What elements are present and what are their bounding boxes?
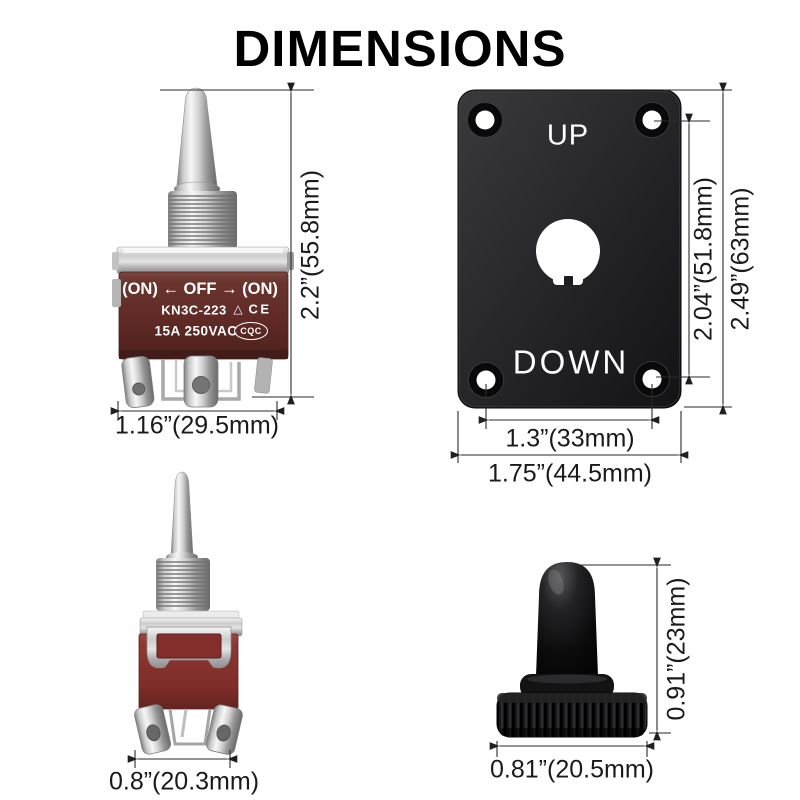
dim-label-front-switch-width: 0.8”(20.3mm) xyxy=(108,767,260,796)
spade-terminal xyxy=(134,704,172,755)
toggle-switch-front-illustration xyxy=(134,471,243,755)
center-mounting-hole xyxy=(536,219,600,286)
switch-model-number: KN3C-223 xyxy=(161,302,227,318)
switch-function-marking: (ON) ← OFF → (ON) xyxy=(122,279,278,298)
thread-ridges xyxy=(169,195,236,245)
screw-hole xyxy=(634,102,670,138)
toggle-switch-side-illustration xyxy=(112,87,294,409)
cap-dimension-lines xyxy=(489,557,671,757)
switch-rating-text: 15A 250VAC xyxy=(154,323,238,339)
spade-terminal xyxy=(183,355,219,408)
dim-label-switch-width: 1.16”(29.5mm) xyxy=(115,411,279,440)
thread-ridges xyxy=(157,561,209,607)
dim-label-plate-width: 1.75”(44.5mm) xyxy=(488,459,652,488)
dim-label-plate-hole-spacing-horizontal: 1.3”(33mm) xyxy=(505,424,635,453)
cqc-mark-icon: CQC xyxy=(234,322,268,340)
screw-hole xyxy=(467,102,503,138)
dim-label-cap-height: 0.91”(23mm) xyxy=(662,577,691,721)
spade-terminal xyxy=(205,704,243,755)
switch-side-dimension-lines xyxy=(110,82,314,420)
page-title: DIMENSIONS xyxy=(233,20,567,77)
dim-label-plate-hole-spacing-vertical: 2.04”(51.8mm) xyxy=(689,177,718,341)
plate-down-label: DOWN xyxy=(512,343,630,381)
waterproof-cap-illustration xyxy=(496,562,648,738)
ce-mark-icon: CE xyxy=(248,301,272,317)
spade-terminal xyxy=(121,356,155,409)
plate-up-label: UP xyxy=(546,119,590,152)
dim-label-switch-height: 2.2”(55.8mm) xyxy=(296,169,325,321)
triangle-cert-icon: △ xyxy=(233,302,243,316)
plate-dimension-lines xyxy=(450,82,732,463)
dim-label-cap-width: 0.81”(20.5mm) xyxy=(490,755,654,784)
dim-label-plate-height: 2.49”(63mm) xyxy=(726,187,755,331)
switch-front-dimension-lines xyxy=(127,750,238,768)
mounting-plate-illustration xyxy=(457,89,682,409)
